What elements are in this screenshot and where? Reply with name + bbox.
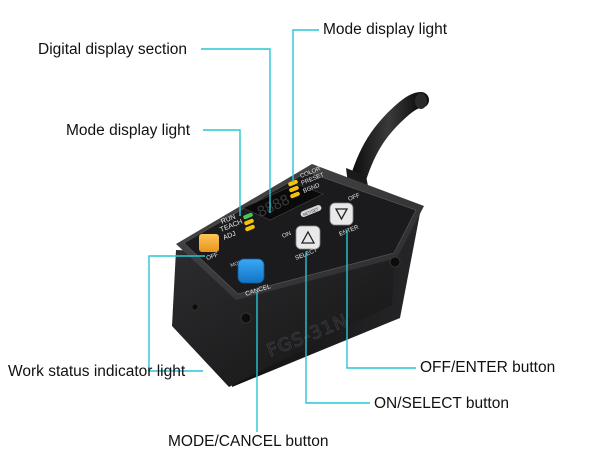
work-status-light bbox=[199, 234, 219, 252]
leader-mode-top bbox=[292, 29, 319, 182]
down-triangle-icon bbox=[334, 208, 349, 221]
off-enter-button[interactable] bbox=[329, 202, 354, 226]
callout-digital-display-section: Digital display section bbox=[38, 41, 188, 58]
mode-leds-left bbox=[243, 212, 255, 232]
leader-lines bbox=[148, 29, 416, 432]
screw-hole-left bbox=[240, 312, 252, 324]
led-preset bbox=[289, 185, 299, 193]
led-teach bbox=[244, 218, 254, 226]
led-adj bbox=[245, 224, 255, 232]
screw-hole-right bbox=[389, 256, 401, 268]
led-color bbox=[288, 179, 298, 187]
callout-mode-display-light-left: Mode display light bbox=[66, 122, 191, 139]
callout-mode-display-light-top: Mode display light bbox=[323, 21, 448, 38]
label-adj: ADJ bbox=[222, 230, 237, 241]
callout-off-enter-button: OFF/ENTER button bbox=[420, 359, 556, 376]
leader-work bbox=[148, 255, 205, 372]
mode-cancel-button[interactable] bbox=[237, 258, 265, 284]
on-select-button[interactable] bbox=[295, 225, 321, 250]
leader-digital bbox=[201, 48, 271, 213]
set-badge bbox=[300, 205, 322, 217]
callout-on-select-button: ON/SELECT button bbox=[374, 395, 509, 412]
mode-leds-right bbox=[288, 179, 300, 199]
callout-work-status-indicator-light: Work status indicator light bbox=[8, 363, 186, 380]
leader-mode-left bbox=[203, 129, 241, 216]
leader-off-enter bbox=[346, 230, 416, 369]
on-label: ON bbox=[282, 231, 293, 240]
set-label: SET/SET bbox=[302, 206, 320, 217]
cable-end bbox=[415, 93, 427, 109]
leader-on-select bbox=[305, 252, 370, 404]
led-run bbox=[243, 212, 253, 220]
off-label-right: OFF bbox=[348, 193, 362, 203]
off-label: OFF bbox=[206, 252, 220, 262]
sensor-device: 8888 RUN TEACH ADJ COLOR PRESET BGND OFF… bbox=[172, 92, 429, 387]
callout-mode-cancel-button: MODE/CANCEL button bbox=[168, 433, 329, 450]
digital-display-window bbox=[242, 183, 324, 221]
up-triangle-icon bbox=[300, 230, 316, 244]
cable bbox=[348, 92, 429, 194]
screw-hole-front bbox=[191, 303, 199, 311]
led-bgnd bbox=[290, 191, 300, 199]
mode-labels-left: RUN TEACH ADJ bbox=[219, 214, 244, 242]
